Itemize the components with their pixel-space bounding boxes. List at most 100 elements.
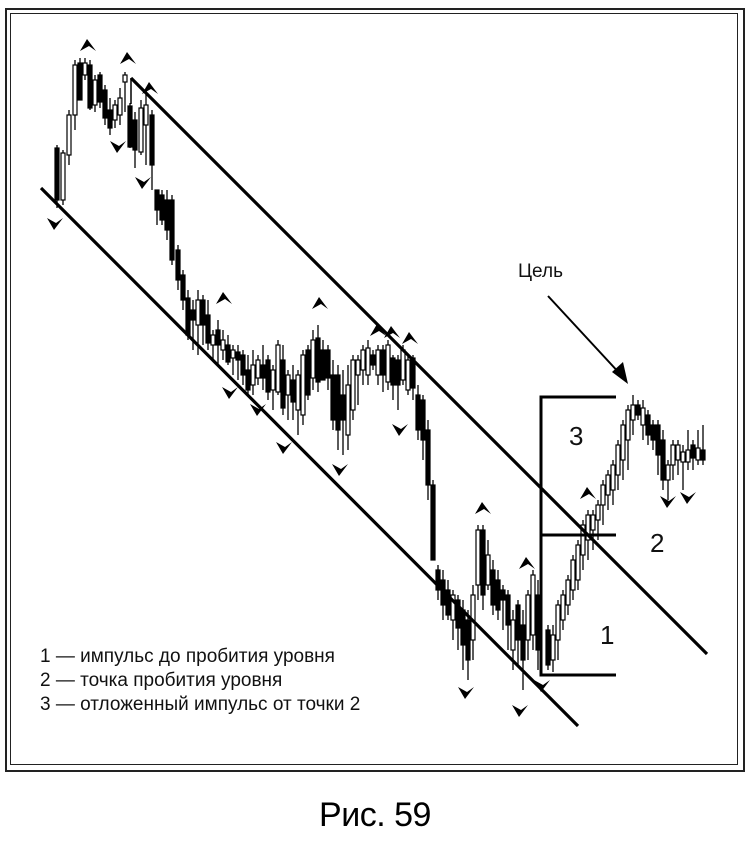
candle bbox=[220, 330, 226, 360]
fractal-up-icon bbox=[312, 297, 328, 309]
candle bbox=[645, 410, 651, 445]
candle-body bbox=[330, 374, 336, 421]
candle bbox=[72, 60, 78, 130]
candle-body bbox=[670, 444, 676, 466]
candle bbox=[143, 90, 149, 165]
fractal-down-icon bbox=[534, 680, 550, 692]
candle-body bbox=[385, 344, 391, 383]
candle-body bbox=[480, 529, 486, 596]
candle bbox=[465, 610, 471, 680]
candle bbox=[395, 355, 401, 410]
candle-body bbox=[180, 274, 186, 301]
legend-item-2: 2 — точка пробития уровня bbox=[40, 670, 283, 691]
candle-body bbox=[185, 297, 191, 336]
candle-body bbox=[450, 594, 456, 621]
candle-body bbox=[245, 369, 251, 391]
target-arrow-head-icon bbox=[612, 362, 628, 384]
candle bbox=[650, 420, 656, 450]
candle-body bbox=[550, 634, 556, 661]
candle-body bbox=[495, 579, 501, 611]
candle-body bbox=[195, 299, 201, 326]
candle-body bbox=[169, 199, 175, 261]
candle bbox=[620, 420, 626, 480]
candle-body bbox=[190, 309, 196, 321]
candle-body bbox=[420, 399, 426, 441]
candle bbox=[440, 570, 446, 620]
fractal-down-icon bbox=[47, 218, 63, 230]
candle bbox=[280, 345, 286, 415]
candle bbox=[250, 350, 256, 395]
candle bbox=[385, 340, 391, 390]
candle bbox=[590, 510, 596, 550]
candle bbox=[180, 270, 186, 310]
candle-body bbox=[280, 359, 286, 409]
candle bbox=[159, 190, 165, 225]
candle-body bbox=[92, 79, 98, 106]
candle bbox=[265, 355, 271, 400]
candle bbox=[665, 460, 671, 500]
candle bbox=[445, 580, 451, 620]
fractal-down-icon bbox=[512, 705, 528, 717]
candle-body bbox=[127, 105, 133, 148]
candle-body bbox=[335, 374, 341, 431]
fractal-markers-group bbox=[47, 39, 696, 717]
candle-body bbox=[455, 599, 461, 629]
candle-body bbox=[415, 394, 421, 431]
candle-body bbox=[375, 349, 381, 376]
candle bbox=[660, 430, 666, 490]
candle-body bbox=[615, 444, 621, 476]
candle-body bbox=[620, 424, 626, 461]
figure-inner-border bbox=[10, 13, 738, 765]
candle-body bbox=[610, 464, 616, 491]
candle-body bbox=[490, 569, 496, 606]
candle bbox=[515, 600, 521, 665]
legend-item-3: 3 — отложенный импульс от точки 2 bbox=[40, 694, 361, 715]
candle bbox=[655, 420, 661, 475]
candle-body bbox=[575, 544, 581, 581]
candle bbox=[490, 560, 496, 615]
candle bbox=[154, 189, 160, 225]
candle bbox=[630, 395, 636, 435]
candle bbox=[77, 58, 83, 101]
fractal-down-icon bbox=[135, 177, 151, 189]
candle bbox=[295, 370, 301, 435]
candle-body bbox=[250, 364, 256, 386]
candle-body bbox=[132, 119, 138, 151]
candle-body bbox=[555, 604, 561, 641]
candle bbox=[255, 355, 261, 385]
candle bbox=[625, 405, 631, 470]
candle-body bbox=[515, 604, 521, 641]
candle bbox=[169, 195, 175, 265]
fractal-up-icon bbox=[580, 487, 596, 499]
candle-body bbox=[645, 414, 651, 436]
candle-body bbox=[465, 619, 471, 661]
candle bbox=[305, 345, 311, 400]
candle-body bbox=[580, 524, 586, 556]
channel-lines-group bbox=[39, 76, 709, 728]
candle-body bbox=[200, 299, 206, 326]
candle bbox=[127, 103, 133, 148]
candle bbox=[700, 425, 706, 465]
candle-body bbox=[380, 349, 386, 376]
candle bbox=[102, 85, 108, 125]
candle-body bbox=[505, 594, 511, 626]
candle-body bbox=[260, 364, 266, 379]
candle-body bbox=[535, 594, 541, 651]
candle-body bbox=[112, 104, 118, 121]
candle bbox=[360, 345, 366, 385]
candle bbox=[450, 590, 456, 640]
target-arrow-shaft bbox=[547, 295, 623, 377]
candle-body bbox=[290, 379, 296, 403]
candle bbox=[675, 440, 681, 475]
zone-label-1: 1 bbox=[600, 620, 615, 650]
candle-body bbox=[225, 344, 231, 363]
candle bbox=[138, 100, 144, 155]
candle-body bbox=[360, 349, 366, 371]
candle bbox=[66, 110, 72, 165]
candle bbox=[375, 345, 381, 385]
candle-body bbox=[590, 514, 596, 531]
candle bbox=[285, 370, 291, 420]
candle-body bbox=[605, 474, 611, 496]
candle-body bbox=[355, 359, 361, 376]
candle bbox=[525, 590, 531, 660]
